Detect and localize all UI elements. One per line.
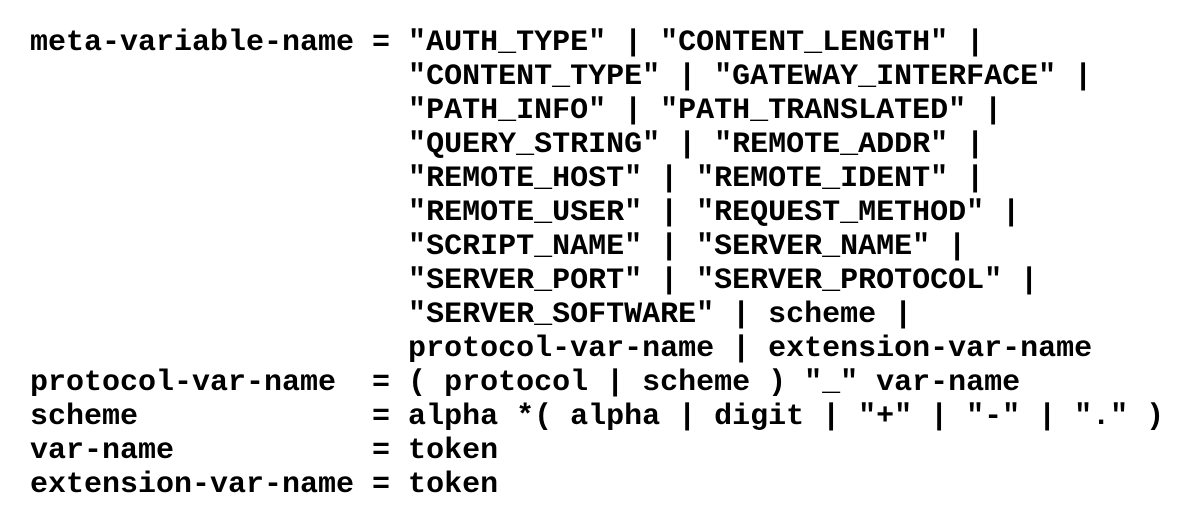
grammar-line: "SERVER_SOFTWARE" | scheme | xyxy=(30,298,913,332)
grammar-line: meta-variable-name = "AUTH_TYPE" | "CONT… xyxy=(30,26,985,60)
grammar-line: scheme = alpha *( alpha | digit | "+" | … xyxy=(30,400,1165,434)
grammar-line: "SCRIPT_NAME" | "SERVER_NAME" | xyxy=(30,230,967,264)
grammar-line: extension-var-name = token xyxy=(30,468,499,502)
bnf-grammar-block: meta-variable-name = "AUTH_TYPE" | "CONT… xyxy=(30,26,1164,502)
grammar-line: "REMOTE_HOST" | "REMOTE_IDENT" | xyxy=(30,162,985,196)
grammar-line: "PATH_INFO" | "PATH_TRANSLATED" | xyxy=(30,94,1003,128)
grammar-line: protocol-var-name | extension-var-name xyxy=(30,332,1093,366)
grammar-line: "SERVER_PORT" | "SERVER_PROTOCOL" | xyxy=(30,264,1039,298)
grammar-line: "CONTENT_TYPE" | "GATEWAY_INTERFACE" | xyxy=(30,60,1093,94)
grammar-line: "QUERY_STRING" | "REMOTE_ADDR" | xyxy=(30,128,985,162)
grammar-line: protocol-var-name = ( protocol | scheme … xyxy=(30,366,1021,400)
grammar-line: var-name = token xyxy=(30,434,499,468)
grammar-line: "REMOTE_USER" | "REQUEST_METHOD" | xyxy=(30,196,1021,230)
